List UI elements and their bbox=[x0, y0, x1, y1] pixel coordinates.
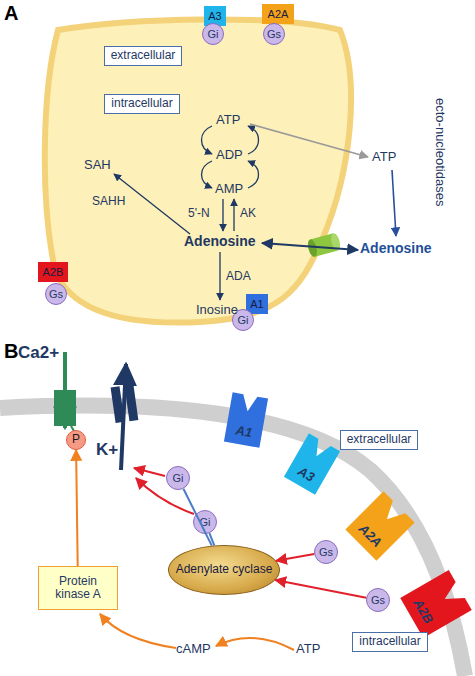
node-text: P bbox=[72, 433, 80, 446]
cycle-arrow bbox=[248, 126, 259, 154]
metabolite-label: Adenosine bbox=[184, 233, 256, 249]
metabolite-label: cAMP bbox=[176, 642, 211, 657]
compartment-tag: extracellular bbox=[104, 46, 182, 66]
activation-arrow bbox=[134, 468, 165, 476]
metabolite-label: ATP bbox=[296, 642, 320, 657]
compartment-tag: extracellular bbox=[340, 430, 418, 450]
node-text: Gs bbox=[319, 546, 333, 558]
transporter-end bbox=[306, 238, 318, 257]
node-text: intracellular bbox=[359, 635, 420, 648]
node-text: Gi bbox=[200, 516, 211, 528]
node-text: intracellular bbox=[111, 97, 172, 110]
release-arrow bbox=[250, 124, 368, 157]
node-text: Gs bbox=[371, 594, 385, 606]
reaction-arrow bbox=[222, 199, 223, 231]
cycle-arrow bbox=[248, 161, 259, 188]
calcium-flow-arrow bbox=[63, 352, 67, 428]
enzyme-label: 5'-N bbox=[188, 207, 210, 221]
metabolite-label: SAH bbox=[84, 158, 111, 173]
phospho-circle: P bbox=[66, 430, 86, 450]
enzyme-label: ADA bbox=[226, 270, 251, 284]
membrane-band bbox=[0, 406, 465, 676]
metabolite-label: ADP bbox=[216, 148, 243, 163]
panel-letter: A bbox=[4, 2, 18, 25]
signal-connector bbox=[76, 450, 78, 566]
node-text: A2A bbox=[268, 8, 289, 20]
node-text: Gs bbox=[267, 28, 281, 40]
reaction-arrow bbox=[233, 199, 234, 231]
enzyme-label: AK bbox=[240, 207, 256, 221]
reaction-arrow bbox=[114, 174, 190, 234]
metabolite-label: ATP bbox=[216, 113, 240, 128]
node-text: Adenylate cyclase bbox=[173, 563, 275, 576]
activation-arrow bbox=[100, 614, 176, 648]
node-text: A1 bbox=[235, 423, 254, 440]
metabolite-label: Inosine bbox=[196, 303, 238, 318]
enzyme-label: ecto-nucleotidases bbox=[432, 98, 447, 206]
panel-letter: B bbox=[4, 340, 18, 363]
node-text: Gs bbox=[49, 288, 63, 300]
receptor-fill bbox=[224, 392, 268, 447]
metabolite-label: AMP bbox=[215, 182, 243, 197]
g-protein-circle: Gi bbox=[166, 466, 190, 490]
ion-label: Ca2+ bbox=[18, 343, 59, 363]
node-text: A3 bbox=[208, 10, 221, 22]
g-protein-circle: Gs bbox=[263, 23, 285, 45]
metabolite-label: ATP bbox=[372, 150, 396, 165]
receptor-fill bbox=[345, 491, 414, 560]
compartment-tag: intracellular bbox=[104, 94, 180, 114]
transporter-symbol bbox=[306, 232, 342, 258]
transport-arrow bbox=[262, 243, 358, 250]
receptor-box: A2A bbox=[262, 4, 294, 24]
g-protein-circle: Gs bbox=[314, 540, 338, 564]
conversion-arrow bbox=[216, 638, 294, 650]
signal-connector bbox=[276, 554, 314, 561]
g-protein-circle: Gs bbox=[45, 283, 67, 305]
compartment-tag: intracellular bbox=[352, 632, 428, 652]
reaction-arrow bbox=[219, 252, 220, 300]
calcium-channel bbox=[67, 390, 76, 426]
kinase-box: Protein kinase A bbox=[38, 566, 118, 610]
calcium-channel bbox=[54, 390, 63, 426]
node-text: extracellular bbox=[111, 49, 176, 62]
ion-label: K+ bbox=[96, 440, 118, 460]
g-protein-circle: Gi bbox=[193, 510, 217, 534]
node-text: Protein kinase A bbox=[43, 575, 113, 601]
signal-connector bbox=[183, 489, 211, 546]
receptor-fill bbox=[284, 433, 340, 494]
node-text: A1 bbox=[250, 298, 263, 310]
g-protein-circle: Gi bbox=[202, 23, 224, 45]
metabolite-label: Adenosine bbox=[360, 240, 432, 256]
receptor-box: A2B bbox=[38, 262, 68, 282]
hydrolysis-arrow bbox=[392, 170, 396, 236]
node-text: A2B bbox=[43, 266, 64, 278]
potassium-flow-arrow bbox=[121, 364, 126, 470]
node-text: extracellular bbox=[347, 433, 412, 446]
receptor-symbol: A1 bbox=[224, 392, 268, 447]
enzyme-ellipse: Adenylate cyclase bbox=[168, 545, 280, 595]
node-text: Gi bbox=[238, 314, 249, 326]
g-protein-circle: Gs bbox=[366, 588, 390, 612]
cell-membrane bbox=[45, 19, 351, 322]
enzyme-label: SAHH bbox=[92, 195, 125, 209]
node-text: Gi bbox=[208, 28, 219, 40]
cycle-arrow bbox=[202, 161, 213, 188]
cycle-arrow bbox=[202, 126, 213, 154]
node-text: Gi bbox=[173, 472, 184, 484]
receptor-fill bbox=[400, 570, 471, 638]
signal-connector bbox=[275, 580, 366, 598]
signal-connector bbox=[209, 533, 214, 545]
